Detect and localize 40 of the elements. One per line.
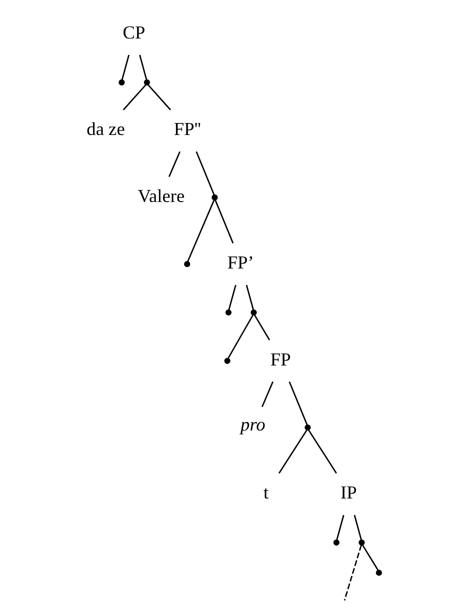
connector [168, 151, 180, 178]
connector [362, 544, 378, 571]
connector [214, 200, 234, 244]
node-text: Valere [137, 186, 184, 206]
node-point [250, 309, 256, 316]
node-text: pro [240, 414, 265, 435]
node-text: t [263, 482, 268, 502]
node-text: FP'' [173, 119, 200, 140]
connector [122, 84, 146, 110]
connector [146, 84, 171, 110]
connector [336, 514, 344, 540]
node-text: da ze [86, 119, 124, 140]
connector [195, 151, 214, 196]
node-text: FP [270, 349, 290, 370]
node-point [224, 309, 232, 316]
connector [288, 381, 308, 426]
connector [343, 544, 362, 601]
connector [278, 430, 307, 474]
connector [308, 430, 336, 474]
connector [227, 314, 253, 359]
connector [353, 514, 362, 540]
node-point [211, 194, 218, 201]
node-text: IP [340, 482, 356, 502]
node-text: CP [122, 22, 145, 42]
node-point [184, 261, 190, 268]
connector [120, 54, 130, 80]
node-point [358, 539, 364, 546]
connector [254, 314, 270, 340]
connector [228, 284, 236, 310]
node-point [224, 358, 230, 364]
connector [186, 200, 214, 262]
node-text: FP’ [226, 252, 254, 272]
node-point [375, 570, 382, 576]
node-point [118, 79, 124, 86]
connector [260, 381, 274, 408]
node-point [304, 424, 310, 431]
node-point [143, 79, 150, 86]
connector [245, 284, 254, 310]
node-point [332, 539, 339, 546]
connector [138, 54, 147, 80]
